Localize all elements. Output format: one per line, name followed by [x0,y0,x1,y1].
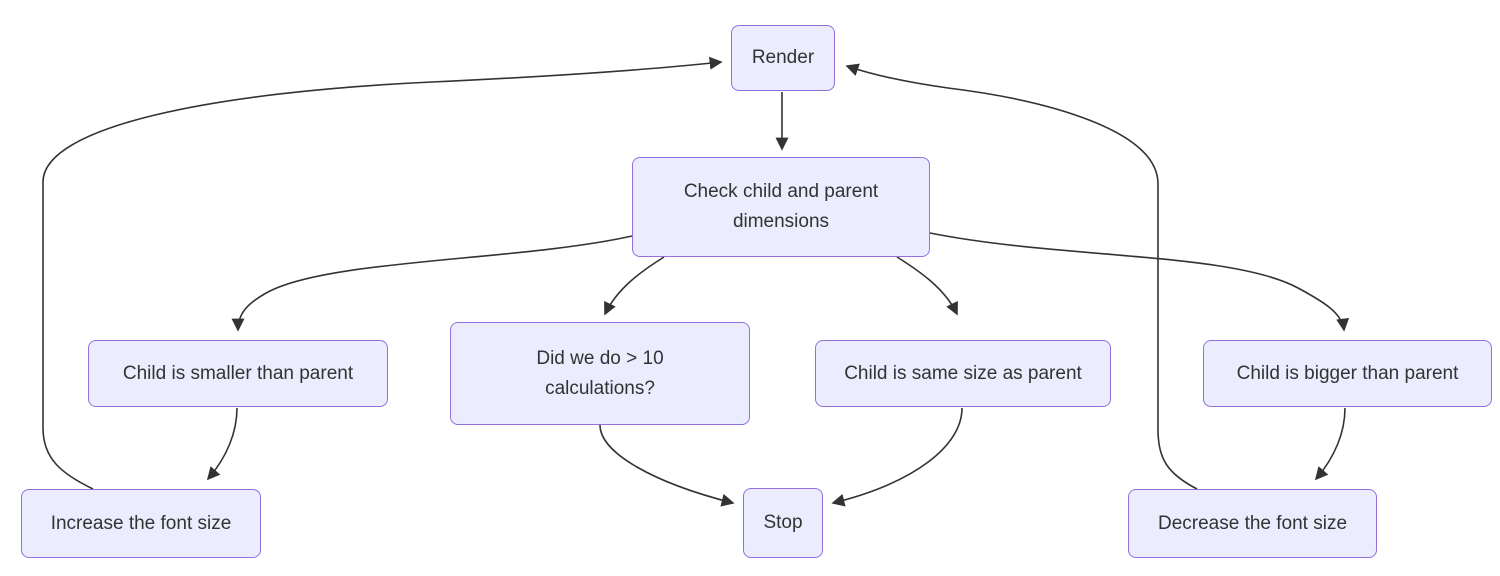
node-stop: Stop [743,488,823,558]
node-child-smaller: Child is smaller than parent [88,340,388,407]
edge-check-to-calculations [604,256,665,316]
node-child-bigger: Child is bigger than parent [1203,340,1492,407]
node-calculations: Did we do > 10 calculations? [450,322,750,425]
node-label: Stop [763,512,803,533]
node-child-same: Child is same size as parent [815,340,1111,407]
node-label: Child is smaller than parent [122,362,354,384]
node-label: Render [751,47,815,68]
node-label: Did we do > 10 [536,347,664,369]
node-increase-font: Increase the font size [21,489,261,558]
edge-decrease-font-to-render [845,63,1198,490]
edge-child-smaller-to-increase-font [206,407,238,481]
node-decrease-font: Decrease the font size [1128,489,1377,558]
node-label: dimensions [732,211,830,232]
edge-calculations-to-stop [599,424,735,507]
node-render: Render [731,25,835,91]
edge-increase-font-to-render [42,56,723,490]
node-label: Child is bigger than parent [1236,362,1459,384]
node-label: Child is same size as parent [844,362,1082,384]
node-check-dimensions: Check child and parent dimensions [632,157,930,257]
edge-check-to-child-same [896,256,958,316]
edge-child-same-to-stop [831,407,963,507]
node-label: Check child and parent [683,181,879,202]
edge-child-bigger-to-decrease-font [1314,407,1346,481]
edge-check-to-child-bigger [929,232,1350,332]
node-label: Decrease the font size [1157,512,1348,534]
edge-check-to-child-smaller [231,235,633,332]
node-label: calculations? [545,377,655,399]
node-label: Increase the font size [50,512,232,534]
